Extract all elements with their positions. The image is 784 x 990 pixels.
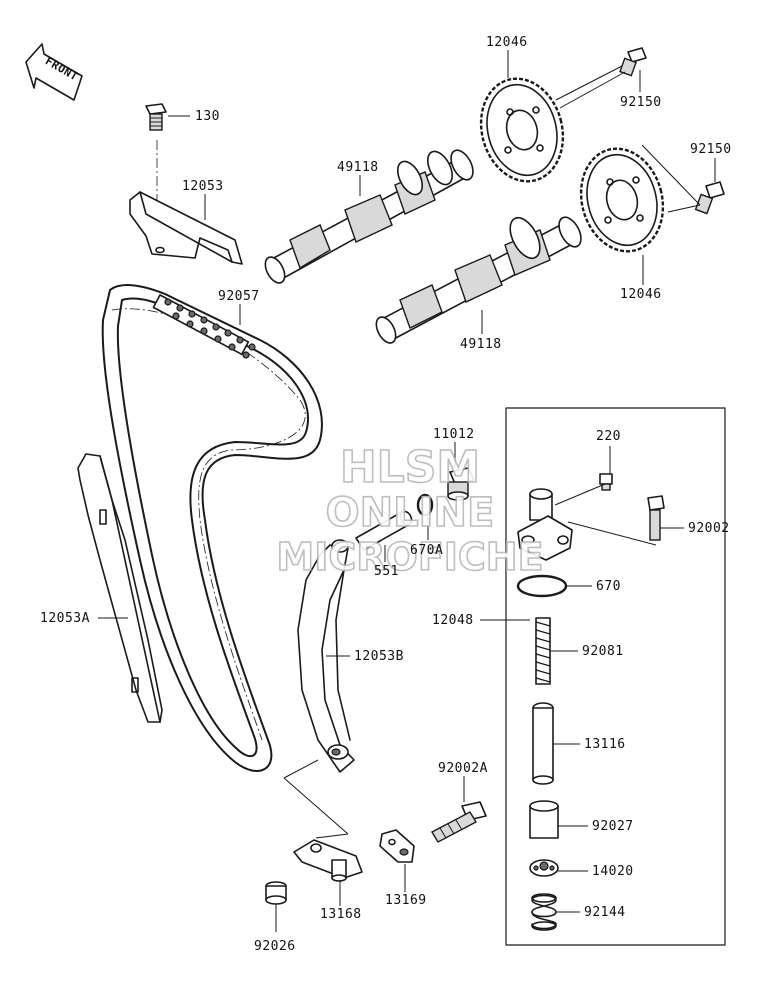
watermark: HLSM ONLINE MICROFICHE <box>276 441 545 580</box>
callout-12053B: 12053B <box>354 649 404 664</box>
callout-92150-right: 92150 <box>690 142 732 157</box>
bolt-220 <box>599 473 613 491</box>
callout-220: 220 <box>596 429 621 444</box>
pin-551 <box>355 510 413 551</box>
callout-92027: 92027 <box>592 819 634 834</box>
watermark-line2: ONLINE <box>326 490 495 536</box>
callout-92081: 92081 <box>582 644 624 659</box>
callout-92002A: 92002A <box>438 761 488 776</box>
bolt-92002 <box>647 495 665 541</box>
callout-13169: 13169 <box>385 893 427 908</box>
callout-670: 670 <box>596 579 621 594</box>
callout-12053A: 12053A <box>40 611 90 626</box>
o-ring-670A <box>416 493 434 517</box>
callout-92026: 92026 <box>254 939 296 954</box>
callout-92144: 92144 <box>584 905 626 920</box>
callout-92057: 92057 <box>218 289 260 304</box>
callout-12046-bottom: 12046 <box>620 287 662 302</box>
callout-49118-bottom: 49118 <box>460 337 502 352</box>
watermark-line1: HLSM <box>340 442 480 493</box>
callout-12053: 12053 <box>182 179 224 194</box>
front-arrow-icon: FRONT <box>25 43 83 101</box>
tensioner-body-12048 <box>517 483 657 561</box>
watermark-line3: MICROFICHE <box>276 535 543 579</box>
callout-92150-top: 92150 <box>620 95 662 110</box>
sprocket-12046-lower <box>579 147 665 253</box>
collar-92026 <box>265 881 287 905</box>
callout-92002: 92002 <box>688 521 730 536</box>
callout-11012: 11012 <box>433 427 475 442</box>
callout-551: 551 <box>374 564 399 579</box>
pivot-13168 <box>283 759 363 882</box>
sprocket-12046-upper <box>479 77 565 183</box>
spring-92144 <box>531 893 557 931</box>
callout-130: 130 <box>195 109 220 124</box>
rod-13116 <box>532 702 554 785</box>
camshaft-49118-upper <box>264 149 474 284</box>
chain-guide-12053A <box>77 453 163 723</box>
sleeve-92027 <box>529 800 559 839</box>
callout-13168: 13168 <box>320 907 362 922</box>
chain-guide-12053 <box>129 191 243 265</box>
callout-49118-top: 49118 <box>337 160 379 175</box>
bolt-92002A <box>431 801 487 843</box>
callout-12048: 12048 <box>432 613 474 628</box>
bolt-92150-top <box>555 47 647 109</box>
chain-guide-12053B <box>297 539 355 773</box>
spring-92081 <box>535 617 551 685</box>
callout-12046-top: 12046 <box>486 35 528 50</box>
camshaft-49118-lower <box>375 216 582 344</box>
ball-14020 <box>529 859 559 877</box>
cam-chain <box>101 284 323 772</box>
cap-bolt-11012 <box>447 467 475 501</box>
tensioner-assembly-box <box>505 407 726 946</box>
bolt-92150-right <box>641 144 725 215</box>
plate-13169 <box>379 829 415 863</box>
o-ring-670 <box>516 574 568 598</box>
callout-13116: 13116 <box>584 737 626 752</box>
callout-670A: 670A <box>410 543 443 558</box>
callout-14020: 14020 <box>592 864 634 879</box>
leader-lines <box>98 50 716 932</box>
callout-labels: 12046 92150 130 12053 49118 92150 92057 … <box>40 35 732 954</box>
